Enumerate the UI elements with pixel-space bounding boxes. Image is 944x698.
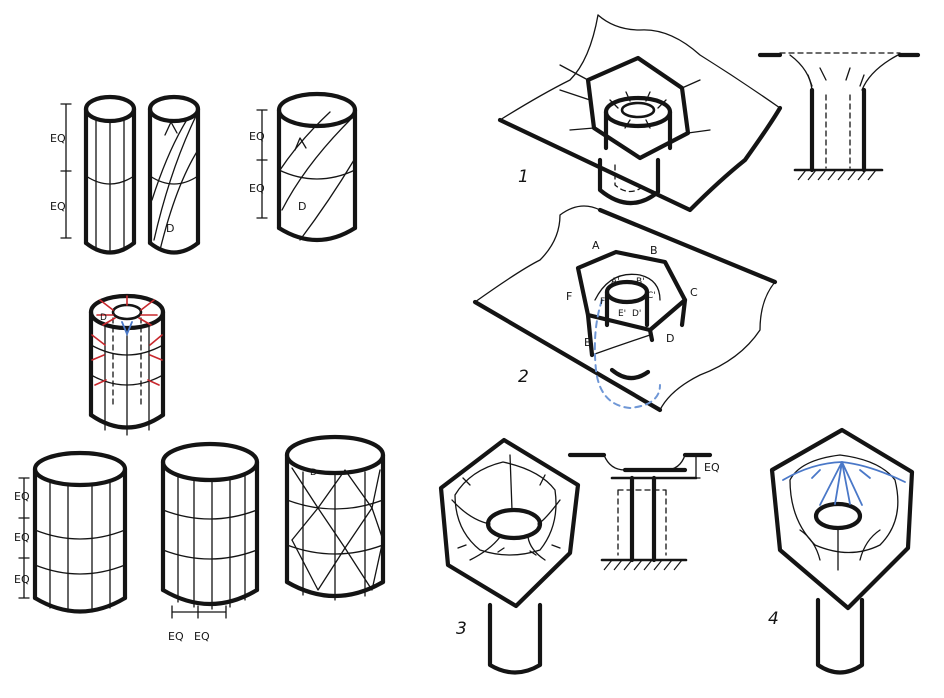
label-f: F <box>566 290 572 303</box>
label-b-prime: B' <box>636 277 645 287</box>
label-c-prime: C' <box>647 291 656 301</box>
step-number: 1 <box>518 167 529 187</box>
label-a: A <box>592 239 600 252</box>
label-b: B <box>650 244 658 257</box>
eq-label: EQ <box>249 130 265 143</box>
column-radial-ribs: D <box>88 293 166 436</box>
eq-label: EQ <box>14 531 30 544</box>
d-label: D <box>100 313 107 323</box>
column-diagonal-stress: D <box>147 94 201 255</box>
step-4-hex-capital: 4 <box>768 427 915 675</box>
label-d-prime: D' <box>632 309 641 319</box>
step-1-hex-capital: 1 <box>497 14 783 213</box>
step-2-hex-capital: A B C D E F A' B' C' D' E' F' 2 <box>472 205 778 413</box>
d-label: D <box>310 468 317 478</box>
eq-label: EQ <box>14 573 30 586</box>
d-label: D <box>298 200 306 213</box>
column-banded-eq: EQ EQ EQ <box>14 450 128 614</box>
step-3-hex-capital: 3 <box>438 437 581 675</box>
label-c: C <box>690 286 698 299</box>
label-a-prime: A' <box>611 277 620 287</box>
column-wide-diagonal: EQ EQ D <box>249 91 358 243</box>
eq-label: EQ <box>50 200 66 213</box>
column-grid-eq: EQ EQ <box>160 441 260 643</box>
eq-label: EQ <box>249 182 265 195</box>
section-step-3: EQ <box>567 452 720 571</box>
step-number: 4 <box>768 609 779 629</box>
label-f-prime: F' <box>600 297 608 307</box>
d-label: D <box>166 222 174 235</box>
column-triangulated: D <box>284 434 386 601</box>
eq-label: EQ <box>194 630 210 643</box>
step-number: 3 <box>456 619 467 639</box>
eq-label: EQ <box>168 630 184 643</box>
label-d: D <box>666 332 674 345</box>
eq-label: EQ <box>50 132 66 145</box>
eq-label: EQ <box>704 461 720 474</box>
section-step-1 <box>757 52 921 181</box>
eq-label: EQ <box>14 490 30 503</box>
step-number: 2 <box>518 367 529 387</box>
column-subdivided-eq: EQ EQ <box>50 94 137 255</box>
label-e: E <box>584 336 591 349</box>
label-e-prime: E' <box>618 309 626 319</box>
